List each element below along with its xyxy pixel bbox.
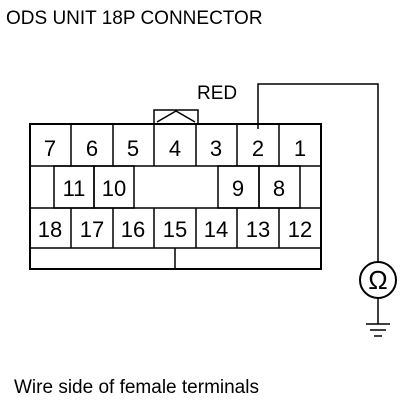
wire-color-label: RED: [197, 83, 237, 104]
pin-12: 12: [288, 217, 312, 242]
row-1-dividers: [70, 124, 280, 166]
probe-wire: [257, 83, 379, 262]
connector-row-1: [29, 123, 322, 167]
row-3-dividers: [70, 208, 280, 248]
pin-7: 7: [44, 136, 56, 161]
pin-2: 2: [252, 136, 264, 161]
connector-lock-tab: [153, 109, 199, 124]
ground-icon: [366, 323, 390, 337]
pin-11: 11: [63, 176, 86, 201]
pin-15: 15: [163, 217, 187, 242]
pin-14: 14: [204, 217, 228, 242]
pin-8: 8: [273, 176, 285, 201]
pin-10: 10: [102, 176, 126, 201]
pin-1: 1: [294, 136, 306, 161]
pin-3: 3: [210, 136, 222, 161]
diagram-title: ODS UNIT 18P CONNECTOR: [6, 8, 263, 29]
pin-18: 18: [38, 217, 62, 242]
pin-17: 17: [80, 217, 104, 242]
diagram-caption: Wire side of female terminals: [14, 377, 259, 398]
pin-6: 6: [86, 136, 98, 161]
connector-lock-tab-mark: [156, 110, 196, 123]
pin-16: 16: [121, 217, 145, 242]
pin-9: 9: [232, 176, 244, 201]
pin-4: 4: [169, 136, 181, 161]
pin-5: 5: [127, 136, 139, 161]
row-2-cells: [53, 165, 301, 209]
ohm-icon: Ω: [368, 265, 387, 295]
pin-13: 13: [246, 217, 270, 242]
